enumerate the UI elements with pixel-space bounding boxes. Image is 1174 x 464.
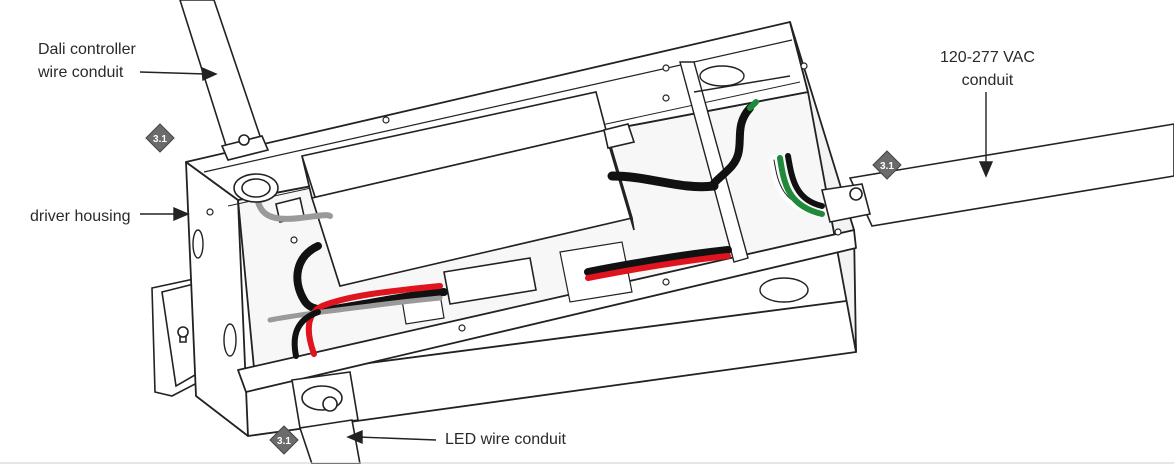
badge-led-label: 3.1 <box>277 436 291 447</box>
wires <box>253 99 825 359</box>
vac-label-line1: 120-277 VAC <box>940 49 1035 66</box>
vac-conduit-label: 120-277 VAC conduit <box>940 46 1035 92</box>
badge-led: 3.1 <box>269 425 299 455</box>
badge-dali-label: 3.1 <box>153 134 167 145</box>
driver-housing-label: driver housing <box>30 208 131 225</box>
dali-label-line1: Dali controller <box>38 41 136 58</box>
led-wire-conduit-label: LED wire conduit <box>445 431 566 448</box>
badge-vac: 3.1 <box>872 150 902 180</box>
dali-conduit <box>179 0 264 153</box>
callout-arrows <box>139 66 994 445</box>
badge-dali: 3.1 <box>145 123 175 153</box>
vac-conduit <box>848 123 1174 227</box>
divider-wall <box>679 61 791 263</box>
screws <box>206 62 842 332</box>
conduit-fittings <box>220 134 871 464</box>
led-driver-module <box>275 91 636 305</box>
dali-controller-wire-conduit-label: Dali controller wire conduit <box>38 38 136 84</box>
vac-label-line2: conduit <box>961 72 1014 89</box>
dali-label-line2: wire conduit <box>38 64 124 81</box>
knockout-holes <box>192 65 809 357</box>
badge-vac-label: 3.1 <box>880 161 894 172</box>
